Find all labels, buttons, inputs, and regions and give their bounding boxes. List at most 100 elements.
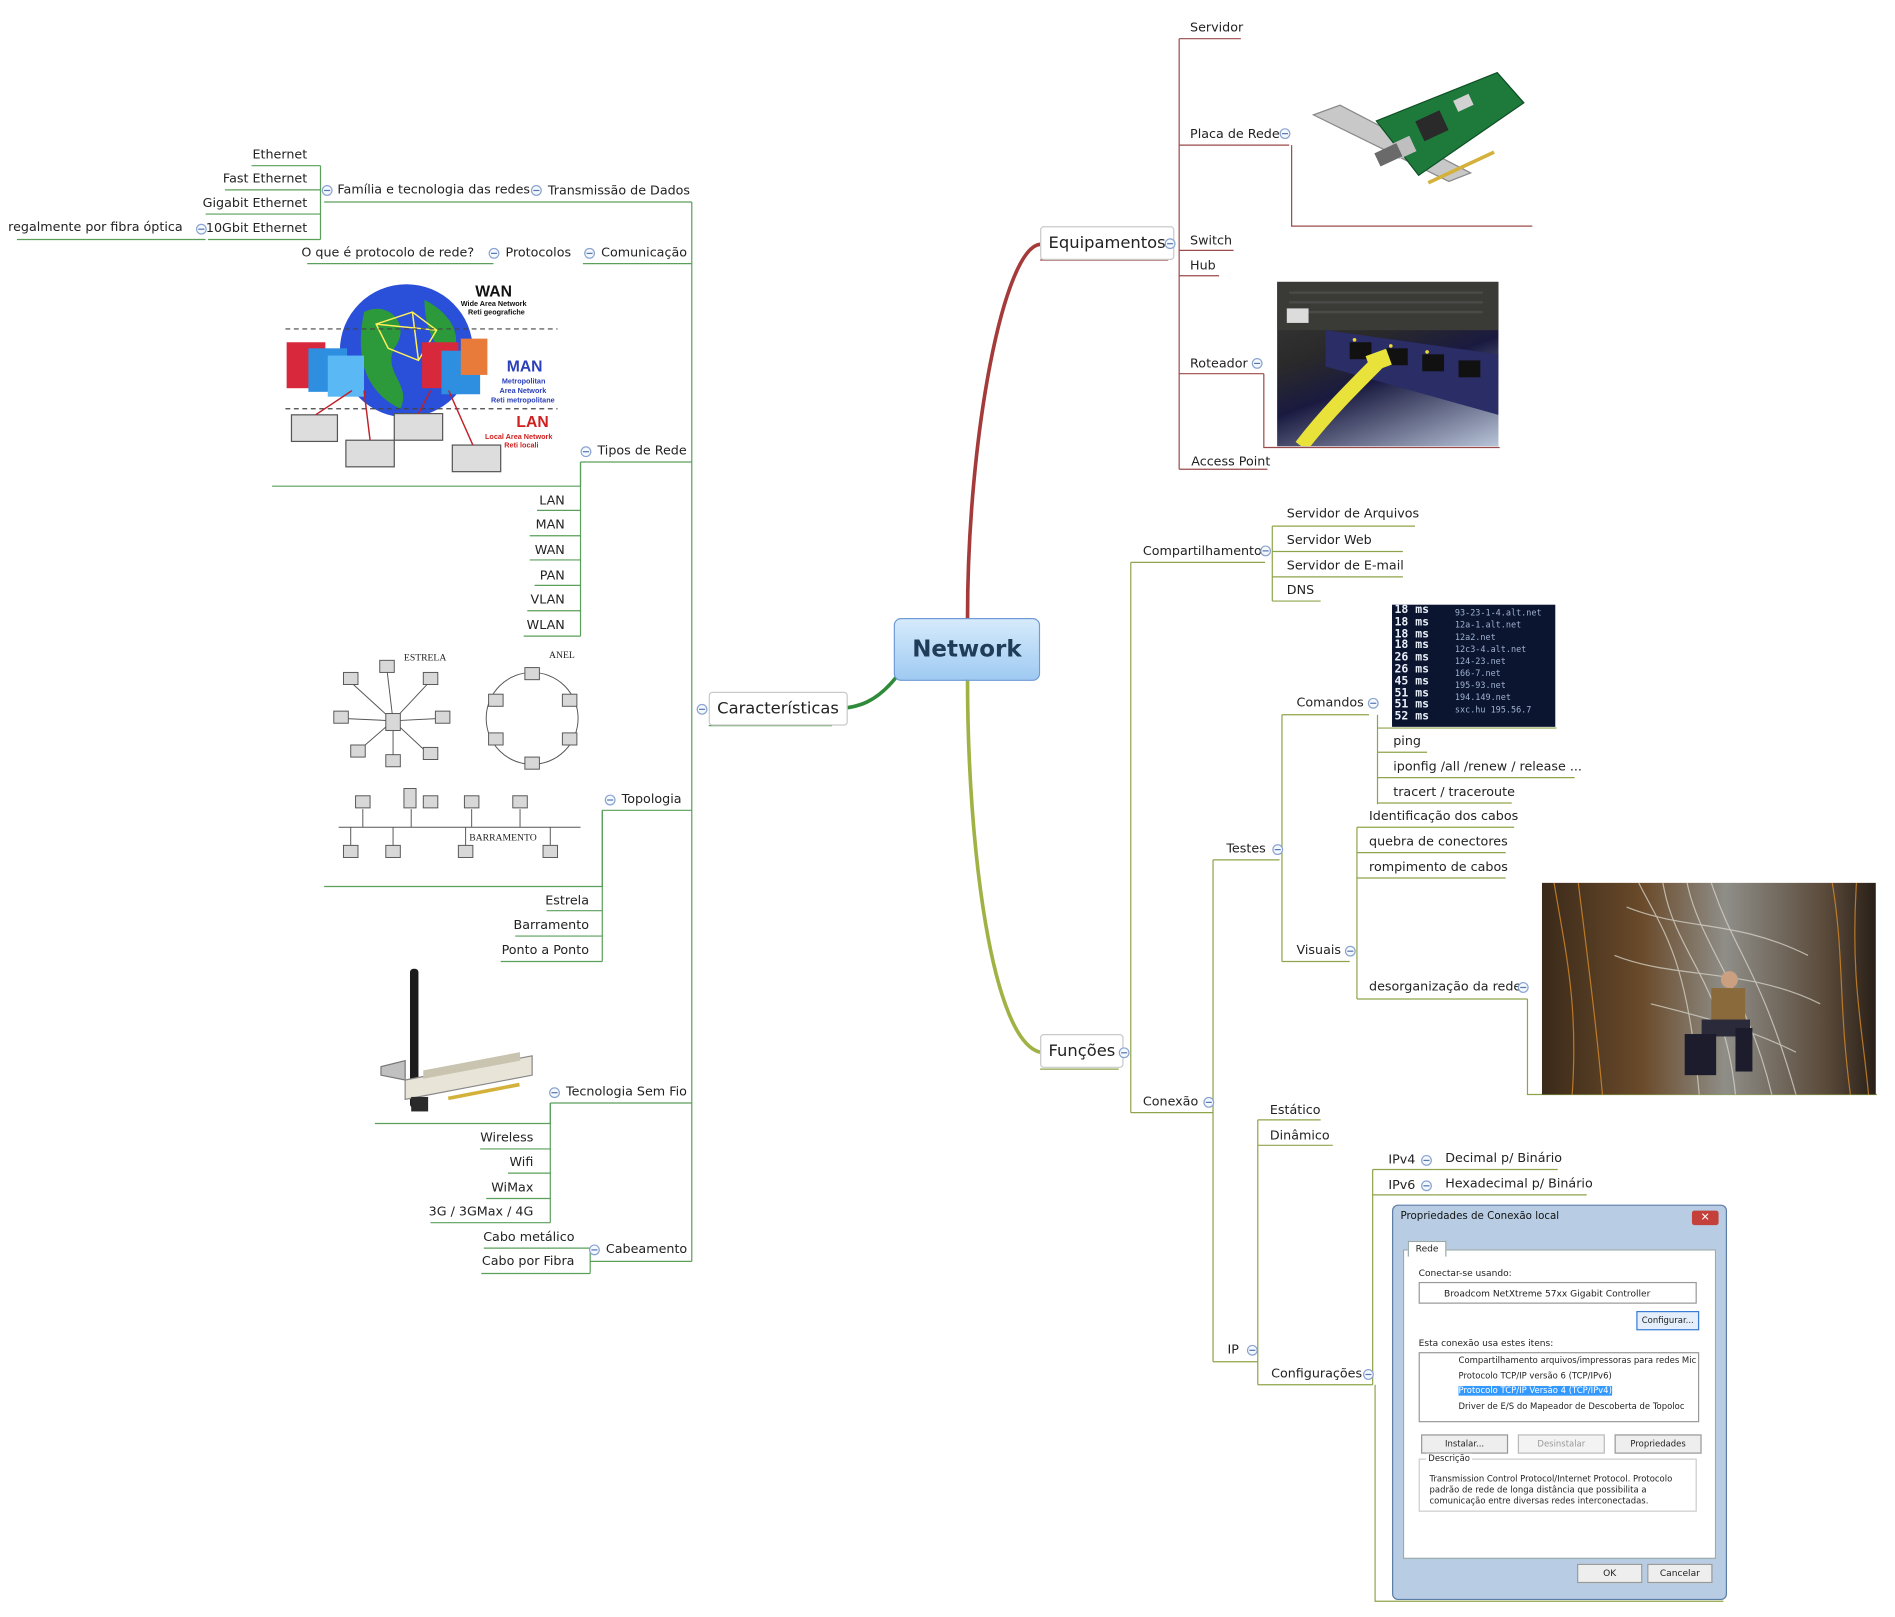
item-configuracoes[interactable]: Configurações (1271, 1366, 1363, 1382)
item-dns[interactable]: DNS (1286, 582, 1315, 598)
connection-properties-dialog-image: Propriedades de Conexão local ✕ Conectar… (1392, 1204, 1728, 1601)
collapse-icon[interactable] (1164, 238, 1176, 250)
item-topologia[interactable]: Topologia (621, 792, 682, 807)
collapse-icon[interactable] (1251, 357, 1263, 369)
collapse-icon[interactable] (549, 1087, 560, 1099)
item-identificacao-cabos[interactable]: Identificação dos cabos (1369, 809, 1519, 824)
traceroute-host: 194.149.net (1454, 692, 1511, 703)
cable-mess-image (1541, 882, 1876, 1095)
collapse-icon[interactable] (588, 1244, 600, 1256)
item-protocolos[interactable]: Protocolos (505, 245, 572, 261)
collapse-icon[interactable] (1421, 1180, 1432, 1192)
topic-comandos[interactable]: Comandos (1296, 695, 1364, 710)
topic-testes[interactable]: Testes (1226, 841, 1266, 857)
item-hub[interactable]: Hub (1190, 258, 1216, 274)
traceroute-line: 52 ms (1394, 710, 1430, 724)
item-servidor-de-arquivos[interactable]: Servidor de Arquivos (1286, 506, 1420, 522)
traceroute-line: 26 ms (1394, 662, 1430, 677)
collapse-icon[interactable] (1362, 1369, 1374, 1380)
item-decimal-binario[interactable]: Decimal p/ Binário (1445, 1151, 1563, 1166)
item-comunicacao[interactable]: Comunicação (601, 245, 688, 261)
item-ipv6[interactable]: IPv6 (1388, 1177, 1416, 1193)
item-ping[interactable]: ping (1393, 734, 1421, 749)
item-fibra-note[interactable]: regalmente por fibra óptica (8, 220, 183, 235)
dialog-item: Compartilhamento arquivos/impressoras pa… (1458, 1355, 1697, 1366)
topic-caracteristicas[interactable]: Características (708, 691, 848, 726)
topologies-image: ESTRELA ANEL BARRAMENTO (327, 646, 587, 876)
item-servidor[interactable]: Servidor (1190, 20, 1244, 36)
central-topic[interactable]: Network (893, 618, 1041, 681)
traceroute-host: 195-93.net (1454, 680, 1506, 691)
topic-equipamentos[interactable]: Equipamentos (1040, 226, 1175, 261)
item-man[interactable]: MAN (535, 517, 565, 533)
collapse-icon[interactable] (195, 223, 207, 235)
item-switch[interactable]: Switch (1190, 233, 1233, 248)
item-pan[interactable]: PAN (539, 568, 565, 583)
collapse-icon[interactable] (696, 703, 708, 715)
topic-visuais[interactable]: Visuais (1296, 943, 1342, 958)
item-servidor-web[interactable]: Servidor Web (1286, 533, 1372, 548)
collapse-icon[interactable] (584, 247, 596, 259)
item-wimax[interactable]: WiMax (491, 1180, 534, 1195)
collapse-icon[interactable] (1421, 1154, 1432, 1166)
item-ipconfig[interactable]: iponfig /all /renew / release ... (1393, 759, 1582, 775)
collapse-icon[interactable] (1517, 982, 1529, 993)
item-ponto-a-ponto[interactable]: Ponto a Ponto (501, 943, 589, 958)
item-desorganizacao[interactable]: desorganização da rede (1369, 979, 1522, 995)
dialog-item: Protocolo TCP/IP versão 6 (TCP/IPv6) (1458, 1370, 1612, 1381)
collapse-icon[interactable] (1279, 128, 1291, 140)
item-10gbit-ethernet[interactable]: 10Gbit Ethernet (205, 221, 308, 236)
item-estatico[interactable]: Estático (1269, 1102, 1321, 1118)
collapse-icon[interactable] (1118, 1047, 1130, 1059)
topic-ip[interactable]: IP (1227, 1342, 1239, 1357)
item-wan[interactable]: WAN (534, 543, 565, 558)
item-wireless[interactable]: Wireless (480, 1130, 534, 1146)
item-3g-4g[interactable]: 3G / 3GMax / 4G (428, 1204, 534, 1220)
collapse-icon[interactable] (604, 794, 616, 806)
item-rompimento-cabos[interactable]: rompimento de cabos (1369, 859, 1508, 875)
collapse-icon[interactable] (488, 247, 500, 259)
collapse-icon[interactable] (1246, 1344, 1258, 1356)
item-transmissao-dados[interactable]: Transmissão de Dados (547, 183, 691, 199)
traceroute-line: 51 ms (1394, 686, 1430, 700)
item-familia-tecnologia[interactable]: Família e tecnologia das redes (337, 182, 531, 198)
collapse-icon[interactable] (1367, 697, 1379, 709)
collapse-icon[interactable] (1272, 844, 1284, 856)
collapse-icon[interactable] (580, 446, 592, 458)
item-quebra-conectores[interactable]: quebra de conectores (1369, 834, 1508, 849)
item-estrela[interactable]: Estrela (545, 893, 589, 909)
item-tipos-de-rede[interactable]: Tipos de Rede (597, 443, 687, 459)
item-placa-de-rede[interactable]: Placa de Rede (1190, 126, 1280, 142)
item-gigabit-ethernet[interactable]: Gigabit Ethernet (202, 195, 308, 211)
item-tecnologia-sem-fio[interactable]: Tecnologia Sem Fio (565, 1084, 687, 1100)
collapse-icon[interactable] (1344, 945, 1356, 957)
collapse-icon[interactable] (1203, 1096, 1215, 1108)
collapse-icon[interactable] (1260, 545, 1272, 557)
item-dinamico[interactable]: Dinâmico (1269, 1128, 1330, 1143)
item-hexadecimal-binario[interactable]: Hexadecimal p/ Binário (1445, 1176, 1593, 1192)
item-roteador[interactable]: Roteador (1190, 356, 1248, 372)
lan-sub1: Local Area Network (485, 432, 553, 441)
collapse-icon[interactable] (530, 185, 542, 196)
item-cabeamento[interactable]: Cabeamento (605, 1242, 688, 1257)
item-vlan[interactable]: VLAN (530, 592, 565, 608)
item-lan[interactable]: LAN (539, 493, 565, 508)
item-fast-ethernet[interactable]: Fast Ethernet (222, 171, 308, 187)
item-servidor-de-email[interactable]: Servidor de E-mail (1286, 558, 1404, 574)
collapse-icon[interactable] (321, 185, 333, 196)
item-protocolo-question[interactable]: O que é protocolo de rede? (301, 245, 475, 261)
topic-funcoes[interactable]: Funções (1040, 1034, 1124, 1068)
topic-compartilhamento[interactable]: Compartilhamento (1142, 544, 1262, 559)
lan-sub2: Reti locali (504, 440, 538, 449)
item-barramento[interactable]: Barramento (513, 917, 589, 933)
item-access-point[interactable]: Access Point (1191, 454, 1271, 470)
item-tracert[interactable]: tracert / traceroute (1393, 784, 1515, 800)
item-wlan[interactable]: WLAN (526, 618, 565, 633)
item-ipv4[interactable]: IPv4 (1388, 1152, 1416, 1168)
traceroute-host: 166-7.net (1454, 668, 1501, 679)
item-cabo-metalico[interactable]: Cabo metálico (483, 1229, 575, 1245)
item-ethernet[interactable]: Ethernet (252, 147, 308, 163)
item-cabo-fibra[interactable]: Cabo por Fibra (481, 1254, 575, 1269)
item-wifi[interactable]: Wifi (509, 1154, 534, 1170)
topic-conexao[interactable]: Conexão (1142, 1094, 1199, 1110)
